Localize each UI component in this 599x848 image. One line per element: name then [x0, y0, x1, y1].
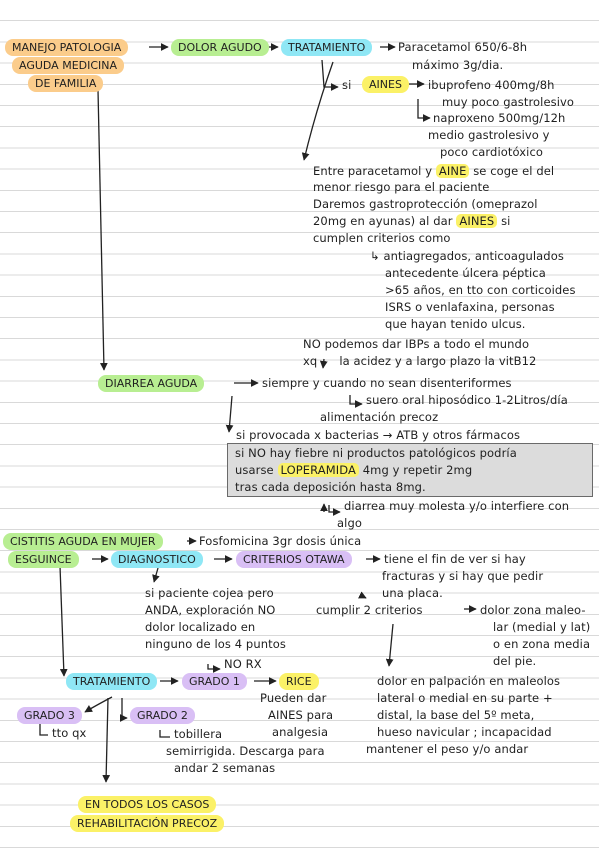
- no-rx: NO RX: [224, 657, 262, 671]
- tratamiento-label: TRATAMIENTO: [281, 39, 373, 56]
- dolor-palpacion-2: lateral o medial en su parte +: [377, 691, 553, 705]
- dolor-zona-1: dolor zona maleo-: [480, 603, 586, 617]
- cumplir-criterios: cumplir 2 criterios: [316, 603, 423, 617]
- naproxeno-note1: medio gastrolesivo y: [428, 128, 550, 142]
- ibuprofeno-note: muy poco gastrolesivo: [442, 95, 575, 109]
- tobillera-2: semirrigida. Descarga para: [166, 744, 325, 758]
- rehabilitacion-label: REHABILITACIÓN PRECOZ: [70, 815, 225, 832]
- menor-riesgo: menor riesgo para el paciente: [313, 180, 490, 194]
- paracetamol-max: máximo 3g/dia.: [412, 58, 504, 72]
- paracetamol-dose: Paracetamol 650/6-8h: [398, 40, 528, 54]
- loperamida-highlight: LOPERAMIDA: [277, 463, 359, 477]
- grado2-label: GRADO 2: [130, 707, 195, 724]
- grado3-label: GRADO 3: [17, 707, 82, 724]
- pueden-dar-1: Pueden dar: [260, 691, 327, 705]
- pueden-dar-2: AINES para: [268, 708, 334, 722]
- otawa-fin-3: una placa.: [382, 586, 443, 600]
- omeprazol-dose: 20mg en ayunas) al dar AINES si: [313, 214, 511, 228]
- box-line-1: si NO hay fiebre ni productos patológico…: [235, 446, 517, 460]
- dolor-zona-3: o en zona media: [493, 637, 591, 651]
- dolor-zona-2: lar (medial y lat): [493, 620, 591, 634]
- grado1-label: GRADO 1: [182, 673, 247, 690]
- esguince-label: ESGUINCE: [8, 551, 79, 568]
- diarrea-aguda-label: DIARREA AGUDA: [98, 375, 205, 392]
- criterio-3: >65 años, en tto con corticoides: [385, 283, 576, 297]
- gastroproteccion: Daremos gastroprotección (omeprazol: [313, 197, 538, 211]
- dolor-palpacion-3: distal, la base del 5º meta,: [377, 708, 535, 722]
- criterio-2: antecedente úlcera péptica: [385, 266, 546, 280]
- topic-line1: MANEJO PATOLOGIA: [5, 39, 129, 56]
- dolor-palpacion-5: mantener el peso y/o andar: [366, 742, 529, 756]
- suero-oral: suero oral hiposódico 1-2Litros/día: [366, 393, 568, 407]
- naproxeno-dose: naproxeno 500mg/12h: [433, 111, 566, 125]
- alimentacion-precoz: alimentación precoz: [320, 410, 439, 424]
- cojea-1: si paciente cojea pero: [145, 586, 274, 600]
- fosfomicina: Fosfomicina 3gr dosis única: [199, 534, 362, 548]
- criterio-5: que hayan tenido ulcus.: [385, 317, 526, 331]
- dolor-zona-4: del pie.: [493, 654, 537, 668]
- ibuprofeno-dose: ibuprofeno 400mg/8h: [428, 78, 555, 92]
- aines-label: AINES: [362, 76, 409, 93]
- criterio-1: ↳ antiagregados, anticoagulados: [370, 249, 564, 263]
- esguince-tratamiento-label: TRATAMIENTO: [66, 673, 158, 690]
- tobillera-3: andar 2 semanas: [174, 761, 276, 775]
- cistitis-label: CISTITIS AGUDA EN MUJER: [3, 533, 163, 550]
- cojea-2: ANDA, exploración NO: [145, 603, 276, 617]
- naproxeno-note2: poco cardiotóxico: [440, 145, 544, 159]
- topic-line2: AGUDA MEDICINA: [12, 57, 125, 74]
- aines-highlight-2: AINES: [456, 214, 498, 228]
- tobillera-1: tobillera: [174, 727, 223, 741]
- dolor-palpacion-4: hueso navicular ; incapacidad: [377, 725, 552, 739]
- criterio-4: ISRS o venlafaxina, personas: [385, 300, 555, 314]
- tto-qx: tto qx: [52, 726, 87, 740]
- dolor-palpacion-1: dolor en palpación en maleolos: [377, 674, 561, 688]
- sub-arrow-icon: ↳: [370, 249, 384, 263]
- topic-line3: DE FAMILIA: [28, 75, 104, 92]
- cojea-3: dolor localizado en: [145, 620, 256, 634]
- rice-label: RICE: [279, 673, 319, 690]
- dolor-agudo-label: DOLOR AGUDO: [171, 39, 269, 56]
- entre-line: Entre paracetamol y AINE se coge el del: [313, 164, 555, 178]
- aine-highlight: AINE: [435, 164, 470, 178]
- cojea-4: ninguno de los 4 puntos: [145, 637, 286, 651]
- box-line-2: usarse LOPERAMIDA 4mg y repetir 2mg: [235, 463, 473, 477]
- diagnostico-label: DIAGNOSTICO: [111, 551, 203, 568]
- otawa-fin-1: tiene el fin de ver si hay: [384, 552, 526, 566]
- diarrea-molesta: diarrea muy molesta y/o interfiere con: [344, 499, 570, 513]
- cumplen-criterios: cumplen criterios como: [313, 231, 451, 245]
- diarrea-algo: algo: [337, 516, 362, 530]
- bacterias-atb: si provocada x bacterias → ATB y otros f…: [236, 428, 521, 442]
- disenteriformes: siempre y cuando no sean disenteriformes: [262, 376, 512, 390]
- ibp-note: NO podemos dar IBPs a todo el mundo: [303, 337, 530, 351]
- otawa-fin-2: fracturas y si hay que pedir: [382, 569, 544, 583]
- box-line-3: tras cada deposición hasta 8mg.: [235, 480, 426, 494]
- si-label: si: [342, 78, 352, 92]
- criterios-otawa-label: CRITERIOS OTAWA: [236, 551, 352, 568]
- pueden-dar-3: analgesia: [272, 725, 329, 739]
- todos-casos-label: EN TODOS LOS CASOS: [78, 796, 217, 813]
